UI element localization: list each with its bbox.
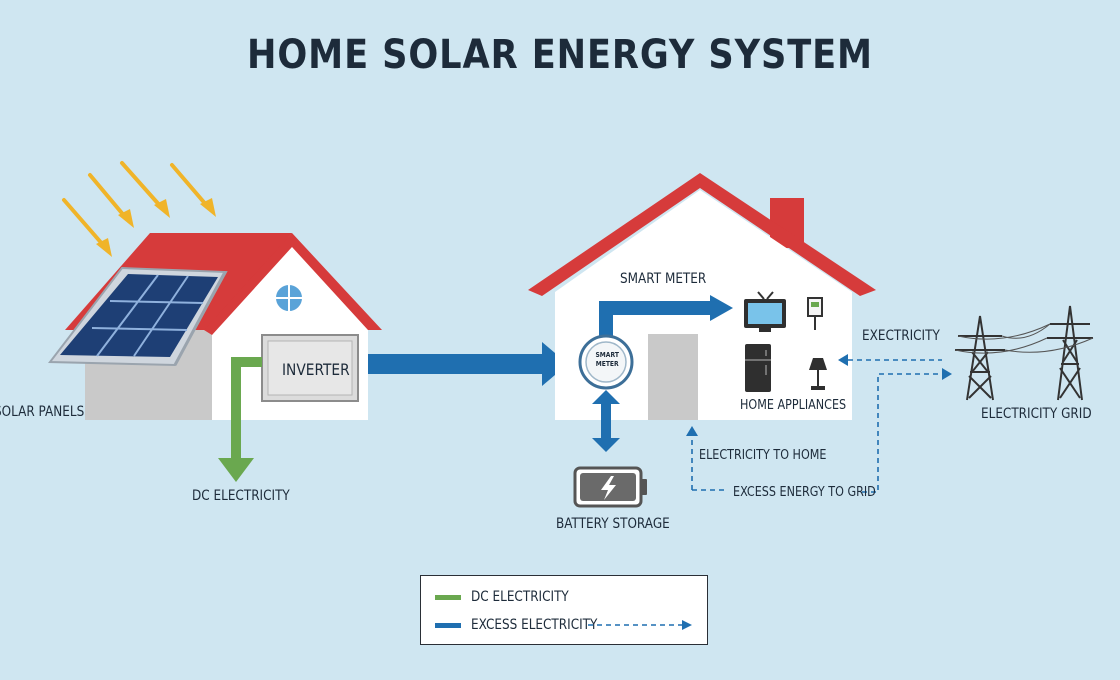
transmission-tower-icon (1047, 305, 1093, 401)
battery-double-arrow (592, 390, 620, 452)
sun-ray-icon (170, 163, 216, 217)
inverter-label: INVERTER (282, 360, 350, 379)
sun-ray-icon (120, 161, 170, 218)
inverter-box (261, 334, 359, 402)
power-lines (954, 323, 1094, 354)
ac-main-arrow (368, 342, 568, 386)
legend: DC ELECTRICITY EXCESS ELECTRICITY (420, 575, 708, 645)
sun-ray-icon (62, 198, 112, 257)
battery-storage-label: BATTERY STORAGE (556, 516, 670, 532)
smart-meter-face-label: SMART METER (595, 351, 619, 368)
door (648, 334, 698, 420)
tv-icon (744, 291, 786, 332)
legend-swatch-dc (435, 594, 461, 600)
legend-item-dc: DC ELECTRICITY (435, 588, 585, 606)
meter-to-appliances-arrow (599, 295, 733, 340)
legend-item-excess: EXCESS ELECTRICITY (435, 616, 618, 634)
electricity-to-home-label: ELECTRICITY TO HOME (699, 448, 827, 463)
smart-meter-label: SMART METER (620, 271, 707, 287)
legend-label-dc: DC ELECTRICITY (471, 589, 569, 605)
legend-swatch-excess (435, 622, 461, 628)
legend-label-excess: EXCESS ELECTRICITY (471, 617, 598, 633)
right-house (528, 173, 876, 420)
excess-energy-to-grid-label: EXCESS ENERGY TO GRID (733, 485, 876, 500)
dc-electricity-label: DC ELECTRICITY (192, 488, 290, 504)
thermostat-icon (807, 297, 823, 330)
refrigerator-icon (745, 344, 771, 392)
smart-meter-icon (578, 334, 634, 390)
legend-dashed-arrow-icon (588, 620, 692, 630)
sun-rays (62, 161, 216, 257)
battery-icon (573, 466, 647, 508)
left-house-roof-edge (204, 233, 382, 335)
transmission-tower-icon (955, 315, 1005, 401)
sun-ray-icon (88, 173, 134, 228)
dashed-flow-excess-to-grid (862, 368, 952, 493)
lamp-icon (809, 358, 827, 390)
dashed-flow-grid-to-home (838, 354, 942, 366)
electricity-grid-label: ELECTRICITY GRID (981, 406, 1092, 422)
diagram-title: HOME SOLAR ENERGY SYSTEM (247, 32, 873, 78)
grid-flow-label: EXECTRICITY (862, 328, 940, 344)
round-window-icon (274, 283, 304, 313)
dashed-flow-to-home (686, 426, 728, 491)
solar-panels-label: SOLAR PANELS (0, 404, 85, 420)
home-appliances-label: HOME APPLIANCES (740, 398, 847, 413)
solar-panel-icon (48, 266, 228, 367)
dc-electricity-arrow (218, 357, 262, 482)
